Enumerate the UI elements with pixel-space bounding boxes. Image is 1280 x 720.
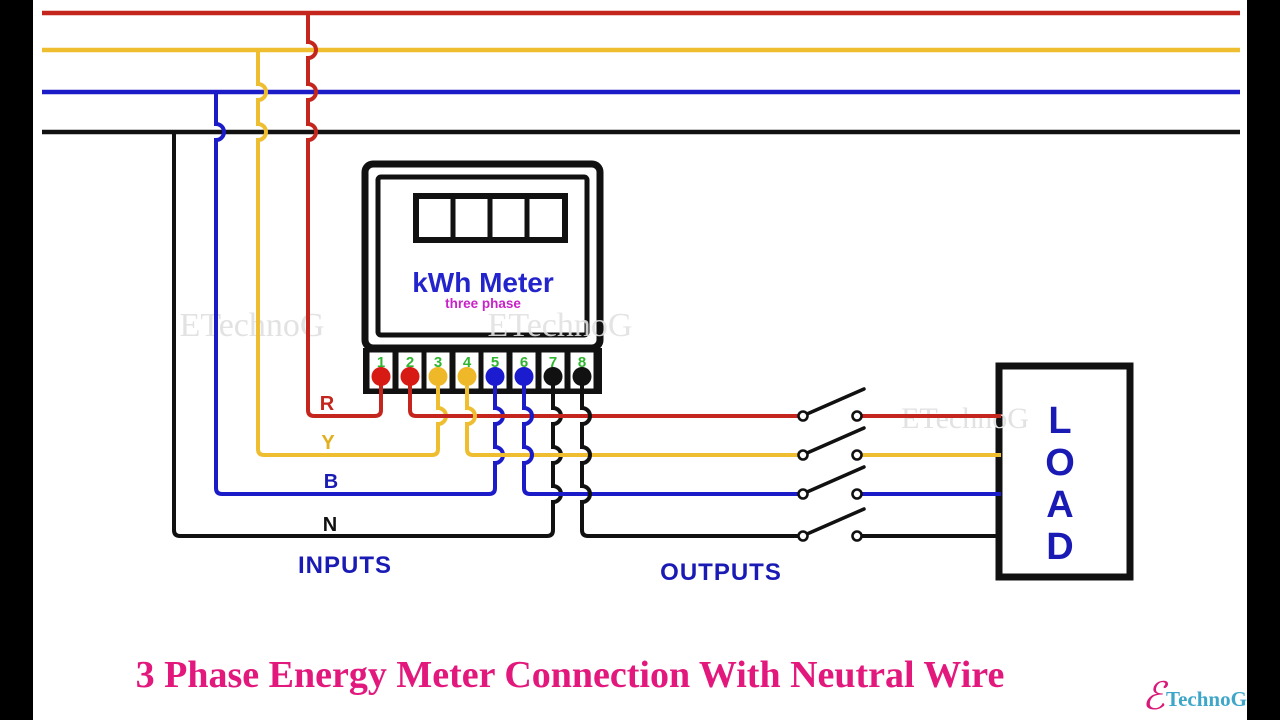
terminal-number: 8: [578, 354, 586, 371]
logo-script-e: ℰ: [1142, 676, 1169, 718]
load-letter: L: [1048, 400, 1071, 442]
wire-neutral-output: [580, 378, 799, 538]
terminal-dot: [371, 367, 391, 386]
terminal-dot: [457, 367, 477, 386]
neutral-label-n: N: [323, 514, 337, 536]
watermark-text: ETechnoG: [488, 307, 633, 344]
load-letter: A: [1046, 484, 1073, 526]
terminal-numbers: 1 2 3 4 5 6 7 8: [377, 354, 586, 371]
watermark-text: ETechnoG: [901, 402, 1029, 435]
watermark-text: ETechnoG: [180, 307, 325, 344]
meter-title: kWh Meter: [412, 267, 554, 298]
phase-label-b: B: [324, 471, 338, 493]
terminal-dot: [485, 367, 505, 386]
wire-blue-input: [214, 92, 505, 496]
terminal-number: 4: [463, 354, 472, 371]
switch-output-contact: [851, 410, 863, 422]
terminal-dot: [514, 367, 534, 386]
switch-blade: [805, 387, 866, 416]
load-box: L O A D: [995, 362, 1134, 581]
diagram-title: 3 Phase Energy Meter Connection With Neu…: [136, 654, 1005, 696]
terminal-number: 6: [520, 354, 528, 371]
letterbox-left: [0, 0, 33, 720]
terminal-dot: [428, 367, 448, 386]
terminal-number: 5: [491, 354, 499, 371]
outputs-label: OUTPUTS: [660, 559, 782, 586]
terminal-number: 7: [549, 354, 557, 371]
phase-label-y: Y: [321, 432, 335, 454]
load-letter: O: [1045, 442, 1075, 484]
switch-blade: [805, 426, 866, 455]
switch-blade: [805, 507, 866, 536]
terminal-number: 3: [434, 354, 442, 371]
switch-yellow-phase: [797, 426, 866, 461]
switch-red-phase: [797, 387, 866, 422]
wire-red-input: [306, 13, 383, 418]
switch-blade: [805, 465, 866, 494]
wire-red-output: [408, 378, 799, 418]
load-letters: L O A D: [1045, 400, 1075, 568]
wire-yellow-input: [256, 50, 448, 457]
terminal-dot: [572, 367, 592, 386]
terminal-dot: [400, 367, 420, 386]
switch-blue-phase: [797, 465, 866, 500]
switch-pivot-contact: [797, 449, 809, 461]
kwh-meter: kWh Meter three phase 1 2 3 4 5 6 7 8: [361, 160, 604, 394]
terminal-number: 2: [406, 354, 414, 371]
inputs-label: INPUTS: [298, 552, 392, 579]
terminal-dot: [543, 367, 563, 386]
wire-blue-output: [522, 378, 799, 496]
terminal-number: 1: [377, 354, 385, 371]
switch-pivot-contact: [797, 488, 809, 500]
brand-logo: ℰ TechnoG: [1142, 676, 1247, 718]
meter-subtitle: three phase: [445, 296, 521, 311]
terminal-dots: [371, 367, 592, 386]
logo-text: TechnoG: [1166, 687, 1247, 711]
letterbox-right: [1247, 0, 1280, 720]
switch-pivot-contact: [797, 410, 809, 422]
phase-label-r: R: [320, 393, 335, 415]
switch-neutral: [797, 507, 866, 542]
switch-output-contact: [851, 488, 863, 500]
switch-pivot-contact: [797, 530, 809, 542]
load-letter: D: [1046, 526, 1073, 568]
switch-output-contact: [851, 449, 863, 461]
switch-output-contact: [851, 530, 863, 542]
load-box-border: [995, 362, 1134, 581]
wire-yellow-output: [465, 378, 799, 457]
wire-neutral-input: [172, 132, 563, 538]
